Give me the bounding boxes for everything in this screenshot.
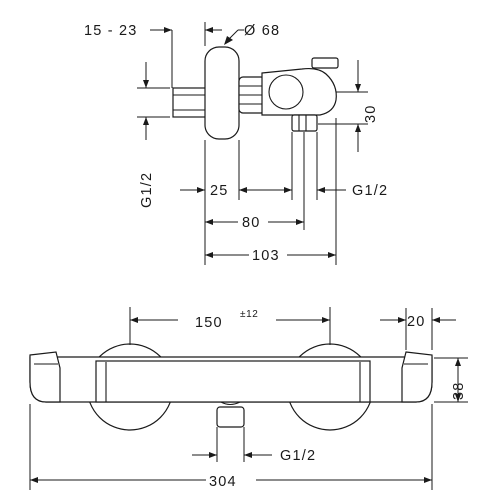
dim-offset-label: 15 - 23 <box>84 23 138 39</box>
dim-150: 150 ±12 <box>129 307 331 345</box>
center-body <box>95 360 371 403</box>
dim-38-label: 38 <box>451 381 467 400</box>
dim-thread-left: G1/2 <box>137 62 170 208</box>
dim-thread-right: G1/2 <box>317 183 388 199</box>
dim-103: 103 <box>205 248 336 264</box>
dim-150-tolerance: ±12 <box>240 309 258 320</box>
side-view: 15 - 23 Ø 68 G1/2 30 <box>84 22 388 265</box>
outlet-connector <box>291 114 318 132</box>
front-view: 150 ±12 20 38 <box>29 307 468 490</box>
dim-20-label: 20 <box>407 314 426 330</box>
dim-38: 38 <box>434 357 468 403</box>
dim-103-label: 103 <box>252 248 280 264</box>
dim-150-label: 150 <box>195 315 223 331</box>
dim-25: 25 <box>180 183 292 199</box>
wall-connector <box>172 87 208 118</box>
dim-height-30-label: 30 <box>363 104 379 123</box>
handle-right <box>401 351 433 403</box>
dim-diameter: Ø 68 <box>224 23 280 45</box>
dim-height-30: 30 <box>318 60 379 152</box>
dim-20: 20 <box>380 308 456 350</box>
dim-thread-bottom-label: G1/2 <box>280 448 316 464</box>
dim-offset: 15 - 23 <box>84 22 222 88</box>
dim-diameter-label: Ø 68 <box>244 23 280 39</box>
dim-25-label: 25 <box>210 183 229 199</box>
dim-thread-bottom: G1/2 <box>192 427 316 464</box>
dim-80-label: 80 <box>242 215 261 231</box>
wall-rosette <box>204 46 240 140</box>
dim-thread-right-label: G1/2 <box>352 183 388 199</box>
dim-thread-left-label: G1/2 <box>139 172 155 208</box>
thermostat-body <box>261 67 337 116</box>
bottom-outlet <box>216 406 245 428</box>
dim-80: 80 <box>205 215 304 231</box>
handle-left <box>29 351 61 403</box>
dim-304-label: 304 <box>209 474 237 490</box>
handle-spindle <box>311 57 339 69</box>
dim-304: 304 <box>29 404 433 490</box>
